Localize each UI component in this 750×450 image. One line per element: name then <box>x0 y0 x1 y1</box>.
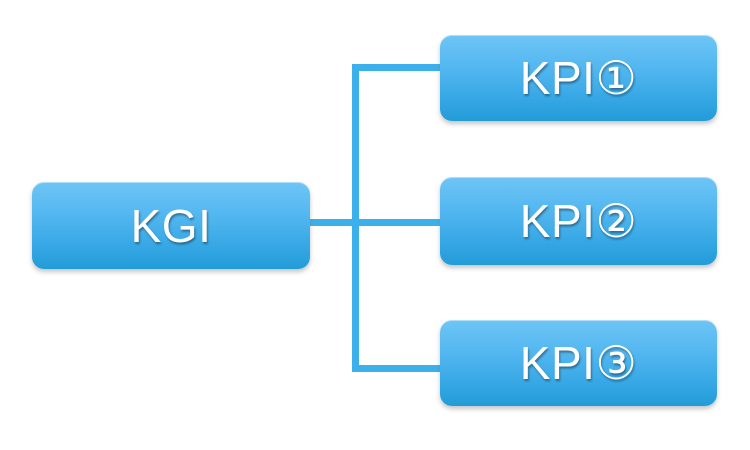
node-kgi[interactable]: KGI <box>32 182 310 269</box>
connector-branch-to-kpi2 <box>308 219 444 226</box>
node-kpi1[interactable]: KPI① <box>440 35 717 121</box>
connector-vertical-trunk <box>352 66 359 372</box>
node-kpi3[interactable]: KPI③ <box>440 320 717 406</box>
node-kpi2-label: KPI② <box>519 195 638 247</box>
node-kgi-label: KGI <box>130 199 212 252</box>
connector-branch-to-kpi1 <box>352 64 444 71</box>
node-kpi2[interactable]: KPI② <box>440 177 717 265</box>
node-kpi3-label: KPI③ <box>519 337 638 389</box>
node-kpi1-label: KPI① <box>519 52 638 104</box>
connector-branch-to-kpi3 <box>352 365 444 372</box>
